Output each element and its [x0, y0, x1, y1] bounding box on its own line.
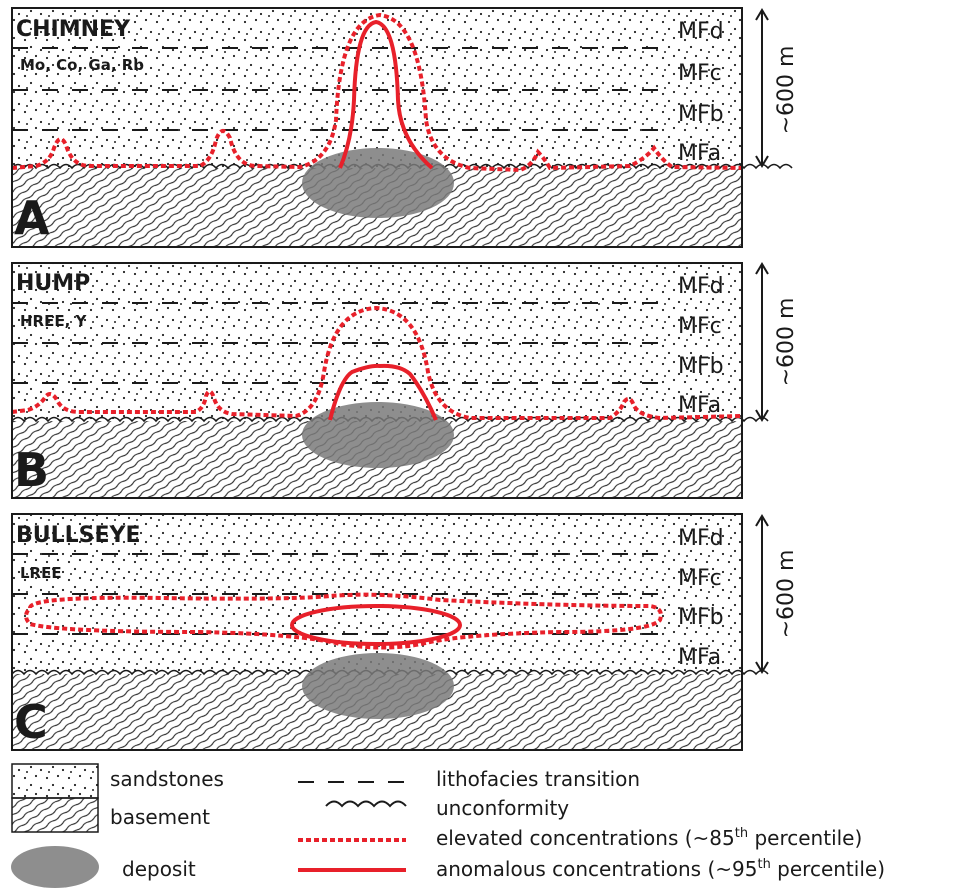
legend-basement: basement: [11, 797, 210, 833]
legend-label: sandstones: [110, 767, 224, 791]
legend-anomalous: anomalous concentrations (~95th percenti…: [298, 857, 885, 881]
panel-title: BULLSEYE: [16, 523, 141, 548]
panel-title: CHIMNEY: [16, 17, 131, 42]
deposit-ellipse: [302, 148, 454, 218]
lithofacies-transitions: [12, 302, 666, 384]
panel-elements: Mo, Co, Ga, Rb: [20, 56, 144, 74]
formation-label: MFc: [678, 566, 722, 591]
anomalous-contour: [338, 19, 434, 170]
elevated-contour: [11, 305, 743, 421]
formation-label: MFd: [678, 526, 724, 551]
panel-elements: HREE, Y: [20, 312, 88, 330]
formation-label: MFa: [678, 141, 721, 166]
formation-label: MFb: [678, 354, 724, 379]
legend-label: anomalous concentrations (~95th percenti…: [436, 857, 885, 881]
formation-label: MFc: [678, 61, 722, 86]
panel-title: HUMP: [16, 271, 90, 296]
legend-label: unconformity: [436, 796, 569, 820]
panel-letter: B: [14, 443, 49, 497]
panel-letter: C: [14, 695, 48, 749]
panel-chimney: CHIMNEY Mo, Co, Ga, Rb A MFd MFc MFb MFa…: [11, 7, 799, 248]
formation-label: MFb: [678, 102, 724, 127]
sandstones-swatch: [11, 763, 99, 799]
thickness-scale-arrow: [755, 8, 769, 168]
deposit-swatch: [11, 846, 99, 888]
basement-swatch: [11, 797, 99, 833]
formation-label: MFa: [678, 645, 721, 670]
panel-frame: [11, 262, 743, 499]
legend-unconformity: unconformity: [325, 796, 569, 820]
unconformity-swatch: [325, 800, 407, 808]
legend-lithofacies: lithofacies transition: [298, 767, 640, 791]
thickness-scale-arrow: [755, 262, 769, 422]
lithofacies-transitions: [12, 47, 666, 131]
elevated-contour: [24, 592, 663, 650]
legend-label: basement: [110, 805, 210, 829]
legend: sandstones basement deposit lithofacies …: [11, 763, 885, 888]
thickness-label: ~600 m: [774, 550, 799, 639]
panel-hump: HUMP HREE, Y B MFd MFc MFb MFa ~600 m: [11, 262, 799, 499]
elevated-contour: [11, 12, 743, 173]
thickness-label: ~600 m: [774, 46, 799, 135]
legend-label: elevated concentrations (~85th percentil…: [436, 826, 862, 850]
legend-label: deposit: [122, 857, 196, 881]
thickness-label: ~600 m: [774, 298, 799, 387]
panel-bullseye: BULLSEYE LREE C MFd MFc MFb MFa ~600 m: [11, 513, 799, 751]
formation-label: MFd: [678, 19, 724, 44]
formation-label: MFb: [678, 605, 724, 630]
panel-frame: [11, 7, 743, 248]
panel-frame: [11, 513, 743, 751]
legend-elevated: elevated concentrations (~85th percentil…: [298, 826, 862, 850]
anomalous-contour: [328, 363, 438, 421]
legend-deposit: deposit: [11, 846, 196, 888]
formation-label: MFc: [678, 314, 722, 339]
legend-sandstones: sandstones: [11, 763, 224, 799]
formation-label: MFa: [678, 393, 721, 418]
anomalous-contour: [290, 604, 462, 646]
formation-label: MFd: [678, 274, 724, 299]
sandstone-layer: [12, 8, 742, 168]
panel-elements: LREE: [20, 564, 62, 582]
thickness-scale-arrow: [755, 514, 769, 674]
legend-label: lithofacies transition: [436, 767, 640, 791]
deposit-ellipse: [302, 653, 454, 719]
panel-letter: A: [14, 191, 50, 245]
deposit-ellipse: [302, 402, 454, 468]
